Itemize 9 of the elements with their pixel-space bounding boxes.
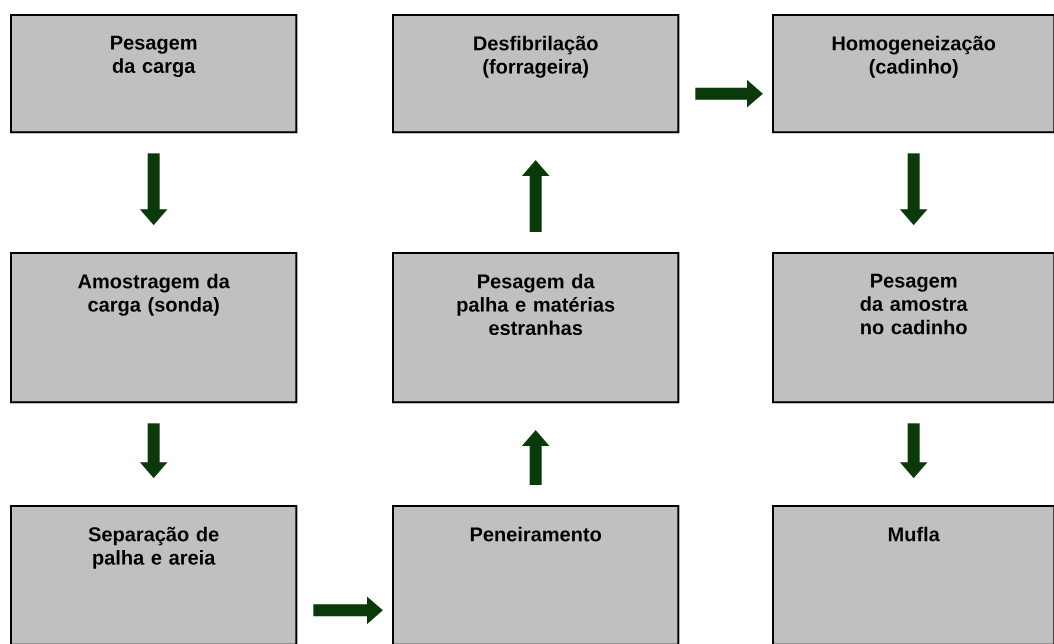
process-box: Homogeneização (cadinho) <box>772 14 1054 134</box>
process-box: Pesagem da carga <box>10 14 298 134</box>
process-box: Peneiramento <box>392 505 680 644</box>
process-box: Desfibrilação (forrageira) <box>392 14 680 134</box>
process-box: Mufla <box>772 505 1054 644</box>
process-box: Pesagem da amostra no cadinho <box>772 252 1054 404</box>
process-box: Separação de palha e areia <box>10 505 298 644</box>
process-box: Pesagem da palha e matérias estranhas <box>392 252 680 404</box>
process-box: Amostragem da carga (sonda) <box>10 252 298 404</box>
